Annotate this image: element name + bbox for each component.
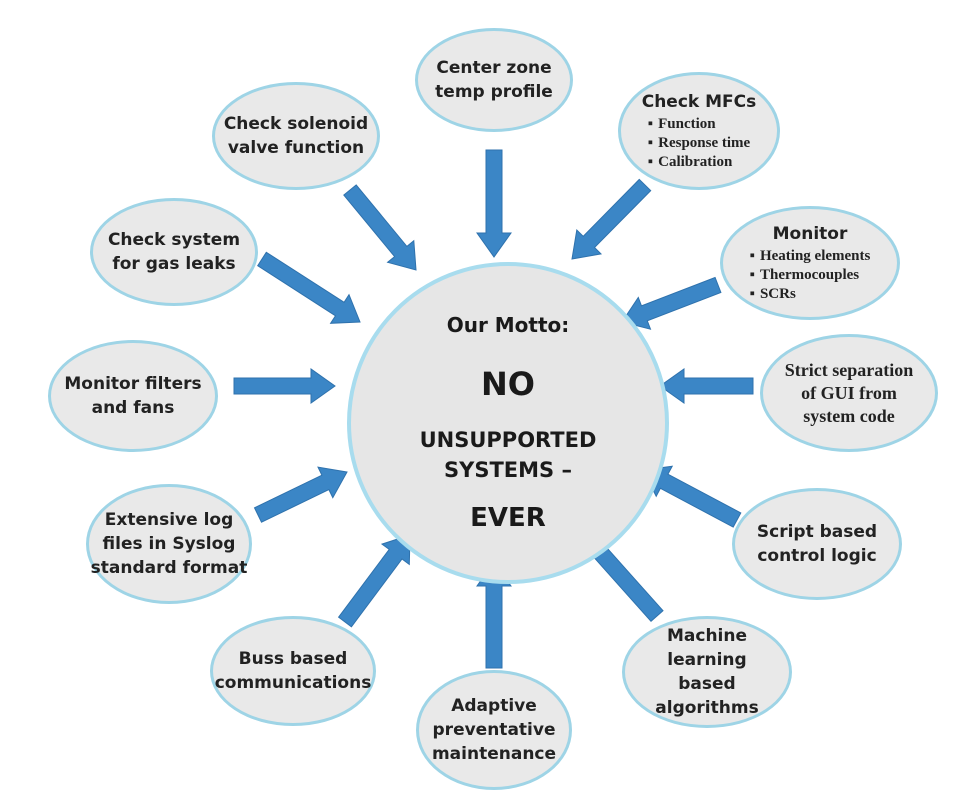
arrow-from-buss: [337, 534, 411, 628]
bubble-machine-learning: Machine learning based algorithms: [622, 616, 792, 728]
bubble-text: Adaptive: [451, 696, 537, 716]
bubble-text: files in Syslog: [102, 534, 236, 554]
arrow-from-syslog: [253, 466, 348, 523]
bubble-text: Buss based: [238, 649, 348, 669]
arrow-from-gui: [659, 368, 754, 404]
bubble-title: Monitor: [772, 223, 848, 244]
bubble-text: Check system: [107, 230, 241, 250]
list-item: Thermocouples: [750, 266, 871, 285]
bubble-syslog-files: Extensive log files in Syslog standard f…: [86, 484, 252, 604]
bubble-solenoid-valve: Check solenoid valve function: [212, 82, 380, 190]
bubble-script-control: Script based control logic: [732, 488, 902, 600]
bubble-text: Extensive log: [104, 510, 234, 530]
bubble-text: for gas leaks: [112, 254, 236, 274]
motto-line-unsupported: UNSUPPORTED: [419, 428, 597, 452]
bubble-adaptive-maintenance: Adaptive preventative maintenance: [416, 670, 572, 790]
bubble-text: Check solenoid: [223, 114, 369, 134]
bubble-text: communications: [214, 673, 372, 693]
bubble-buss-communications: Buss based communications: [210, 616, 376, 726]
bubble-text: system code: [803, 405, 895, 426]
mfcs-bullet-list: Function Response time Calibration: [648, 115, 750, 172]
motto-line-systems: SYSTEMS –: [444, 458, 572, 482]
list-item: SCRs: [750, 285, 871, 304]
arrow-from-filters: [233, 368, 336, 404]
arrow-from-solenoid: [343, 184, 417, 271]
bubble-text: maintenance: [431, 744, 557, 764]
list-item: Calibration: [648, 153, 750, 172]
arrow-from-monitor: [621, 276, 722, 330]
bubble-text: Center zone: [436, 58, 552, 78]
arrow-from-mfcs: [571, 178, 652, 260]
bubble-text: Monitor filters: [64, 374, 202, 394]
bubble-text: temp profile: [435, 82, 553, 102]
bubble-gas-leaks: Check system for gas leaks: [90, 198, 258, 306]
bubble-text: Machine learning: [666, 626, 748, 670]
motto-label: Our Motto:: [446, 313, 570, 337]
list-item: Response time: [648, 134, 750, 153]
bubble-text: valve function: [227, 138, 365, 158]
bubble-text: and fans: [91, 398, 175, 418]
bubble-text: standard format: [90, 558, 248, 578]
list-item: Heating elements: [750, 247, 870, 266]
bubble-check-mfcs: Check MFCs Function Response time Calibr…: [618, 72, 780, 190]
center-motto-circle: Our Motto: NO UNSUPPORTED SYSTEMS – EVER: [347, 262, 669, 584]
arrow-from-gas: [257, 251, 361, 324]
bubble-text: preventative: [432, 720, 556, 740]
monitor-bullet-list: Heating elements Thermocouples SCRs: [750, 247, 871, 304]
bubble-text: control logic: [757, 546, 877, 566]
bubble-monitor: Monitor Heating elements Thermocouples S…: [720, 206, 900, 320]
bubble-text: Strict separation: [784, 359, 914, 380]
bubble-text: Script based: [756, 522, 878, 542]
list-item: Function: [648, 115, 750, 134]
bubble-text: of GUI from: [801, 382, 897, 403]
bubble-center-zone: Center zone temp profile: [415, 28, 573, 132]
bubble-gui-separation: Strict separation of GUI from system cod…: [760, 334, 938, 452]
bubble-filters-fans: Monitor filters and fans: [48, 340, 218, 452]
motto-line-no: NO: [481, 365, 535, 403]
bubble-text: based algorithms: [655, 674, 759, 718]
arrow-from-center-zone: [476, 149, 512, 258]
bubble-title: Check MFCs: [641, 91, 757, 112]
motto-line-ever: EVER: [470, 503, 546, 533]
